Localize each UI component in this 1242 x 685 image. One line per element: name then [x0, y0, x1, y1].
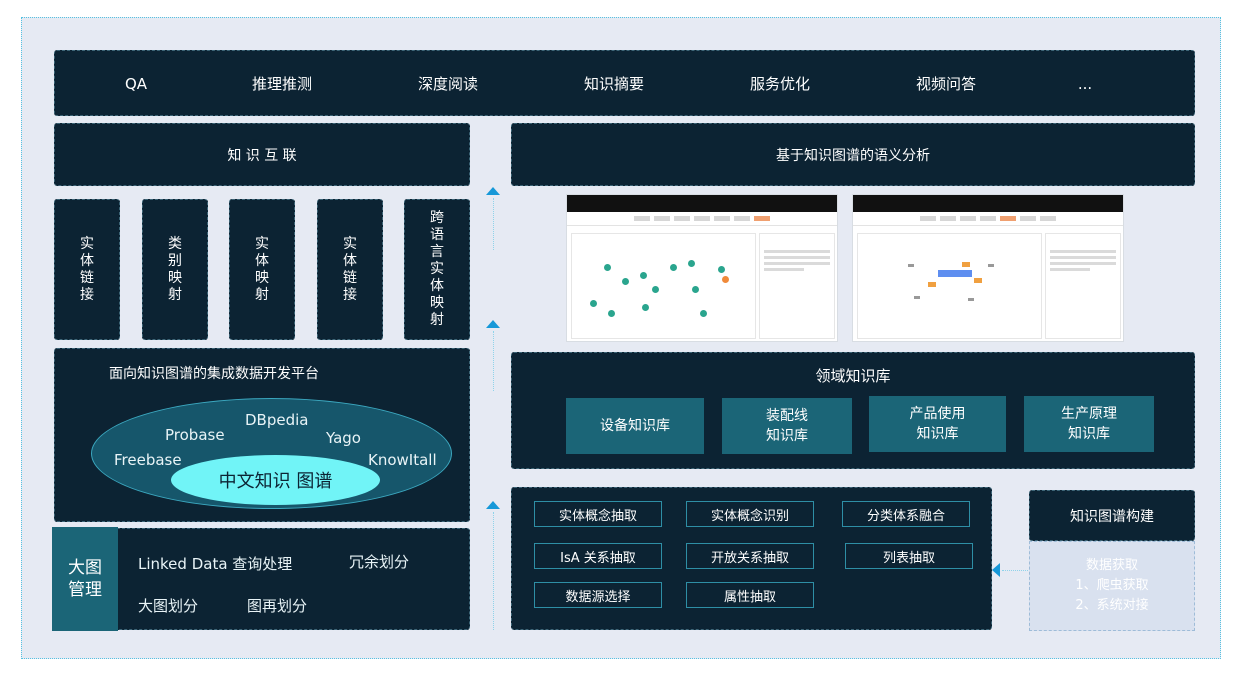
big-graph-tag: 大图管理	[52, 527, 118, 631]
platform-title: 面向知识图谱的集成数据开发平台	[109, 366, 319, 382]
entity-link-box-1: 实体链接	[54, 199, 120, 340]
product-usage-kb-label: 产品使用 知识库	[909, 406, 966, 442]
screenshot-graph-pane-1	[571, 233, 756, 339]
big-graph-title: 大图管理	[68, 558, 102, 600]
entity-link-box-2: 实体链接	[317, 199, 383, 340]
chinese-kg-label: 中文知识 图谱	[218, 471, 333, 492]
app-item-summary: 知识摘要	[583, 75, 645, 93]
screenshot-header-2	[853, 195, 1123, 212]
data-source-selection-label: 数据源选择	[565, 589, 631, 605]
isa-relation-extraction: IsA 关系抽取	[534, 543, 662, 569]
source-dbpedia: DBpedia	[245, 411, 309, 429]
open-relation-extraction: 开放关系抽取	[686, 543, 814, 569]
graph-screenshot-1	[566, 194, 838, 342]
app-item-more: ...	[1077, 75, 1093, 93]
screenshot-header-1	[567, 195, 837, 212]
equipment-kb: 设备知识库	[566, 398, 704, 454]
semantic-analysis-box: 基于知识图谱的语义分析	[511, 123, 1195, 186]
up-arrow-2	[486, 320, 500, 328]
up-arrow-1	[486, 187, 500, 195]
data-acquisition-box: 数据获取 1、爬虫获取 2、系统对接	[1029, 541, 1195, 631]
list-extraction-label: 列表抽取	[882, 550, 935, 566]
big-graph-box	[54, 528, 470, 630]
taxonomy-fusion-label: 分类体系融合	[866, 508, 945, 524]
app-item-deep-reading: 深度阅读	[417, 75, 479, 93]
source-yago: Yago	[326, 429, 361, 447]
app-item-qa: QA	[124, 75, 148, 93]
kg-construction-label: 知识图谱构建	[1070, 508, 1154, 525]
data-acquisition-crawler: 1、爬虫获取	[1075, 578, 1149, 593]
connector-line-2	[493, 331, 494, 391]
screenshot-text-pane-1	[759, 233, 835, 339]
graph-repartition: 图再划分	[247, 597, 308, 615]
production-principle-kb-label: 生产原理 知识库	[1061, 406, 1117, 442]
data-acquisition-title: 数据获取	[1085, 558, 1138, 573]
graph-screenshot-2	[852, 194, 1124, 342]
semantic-analysis-title: 基于知识图谱的语义分析	[776, 147, 930, 164]
entity-link-label-2: 实体链接	[343, 235, 357, 303]
source-knowitall: KnowItall	[368, 451, 437, 469]
cross-lingual-mapping-label: 跨语言实体映射	[430, 210, 444, 328]
app-item-service-opt: 服务优化	[749, 75, 811, 93]
product-usage-kb: 产品使用 知识库	[869, 396, 1006, 452]
extraction-panel	[511, 487, 992, 630]
connector-line-1	[493, 198, 494, 250]
left-arrow	[992, 563, 1000, 577]
attribute-extraction: 属性抽取	[686, 582, 814, 608]
screenshot-text-pane-2	[1045, 233, 1121, 339]
graph-partition: 大图划分	[138, 597, 199, 615]
production-principle-kb: 生产原理 知识库	[1024, 396, 1154, 452]
source-freebase: Freebase	[114, 451, 182, 469]
entity-concept-extraction: 实体概念抽取	[534, 501, 662, 527]
entity-mapping-label: 实体映射	[255, 235, 269, 303]
category-mapping-label: 类别映射	[168, 235, 182, 303]
kg-construction-box: 知识图谱构建	[1029, 490, 1195, 541]
app-item-reasoning: 推理推测	[251, 75, 313, 93]
app-item-video-qa: 视频问答	[915, 75, 977, 93]
entity-concept-recognition-label: 实体概念识别	[710, 508, 789, 524]
application-bar: QA 推理推测 深度阅读 知识摘要 服务优化 视频问答 ...	[54, 50, 1195, 116]
knowledge-interconnect-box: 知 识 互 联	[54, 123, 470, 186]
redundant-partition: 冗余划分	[349, 553, 410, 571]
connector-line-3	[493, 512, 494, 630]
linked-data-query: Linked Data 查询处理	[138, 555, 293, 573]
isa-relation-extraction-label: IsA 关系抽取	[560, 550, 636, 566]
chinese-kg-core: 中文知识 图谱	[171, 455, 380, 505]
screenshot-graph-pane-2	[857, 233, 1042, 339]
assembly-line-kb: 装配线 知识库	[722, 398, 852, 454]
list-extraction: 列表抽取	[845, 543, 973, 569]
equipment-kb-label: 设备知识库	[600, 418, 670, 434]
knowledge-interconnect-label: 知 识 互 联	[227, 147, 297, 164]
attribute-extraction-label: 属性抽取	[723, 589, 776, 605]
screenshot-tabs-1	[567, 212, 837, 226]
cross-lingual-mapping-box: 跨语言实体映射	[404, 199, 470, 340]
entity-mapping-box: 实体映射	[229, 199, 295, 340]
entity-link-label-1: 实体链接	[80, 235, 94, 303]
open-relation-extraction-label: 开放关系抽取	[710, 550, 789, 566]
entity-concept-extraction-label: 实体概念抽取	[558, 508, 637, 524]
data-acquisition-system: 2、系统对接	[1075, 598, 1149, 613]
taxonomy-fusion: 分类体系融合	[842, 501, 970, 527]
data-source-selection: 数据源选择	[534, 582, 662, 608]
source-probase: Probase	[165, 426, 225, 444]
entity-concept-recognition: 实体概念识别	[686, 501, 814, 527]
screenshot-tabs-2	[853, 212, 1123, 226]
category-mapping-box: 类别映射	[142, 199, 208, 340]
up-arrow-3	[486, 501, 500, 509]
domain-kb-title: 领域知识库	[815, 367, 891, 385]
assembly-line-kb-label: 装配线 知识库	[766, 408, 808, 444]
connector-line-4	[1002, 570, 1028, 571]
